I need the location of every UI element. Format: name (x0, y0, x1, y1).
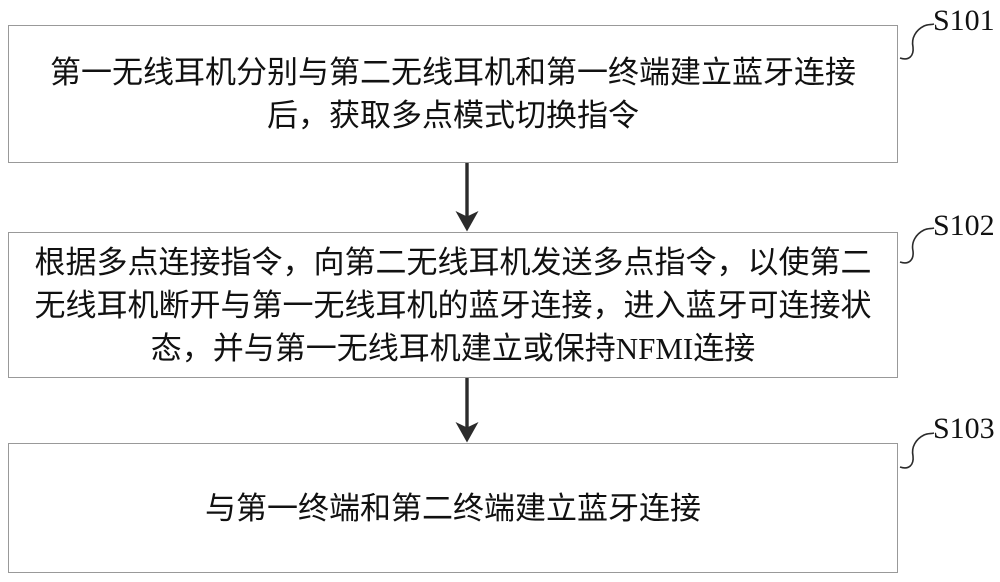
step-s102-text-line-1: 根据多点连接指令，向第二无线耳机发送多点指令，以使第二 (34, 244, 872, 280)
step-s102-text-line-2: 无线耳机断开与第一无线耳机的蓝牙连接，进入蓝牙可连接状 (34, 287, 872, 323)
step-label-s101: S101 (933, 4, 995, 37)
ref-line-s102 (899, 227, 935, 264)
flow-arrow-2-head (455, 422, 479, 443)
step-box-s102: 根据多点连接指令，向第二无线耳机发送多点指令，以使第二 无线耳机断开与第一无线耳… (8, 232, 898, 378)
step-box-s101: 第一无线耳机分别与第二无线耳机和第一终端建立蓝牙连接 后，获取多点模式切换指令 (8, 25, 898, 163)
flow-arrow-1-head (455, 211, 479, 232)
step-s102-text-line-3: 态，并与第一无线耳机建立或保持NFMI连接 (150, 330, 756, 366)
ref-line-s103 (899, 432, 935, 469)
step-label-s103: S103 (933, 412, 995, 445)
step-label-s102: S102 (933, 209, 995, 242)
step-s101-text-line-2: 后，获取多点模式切换指令 (267, 98, 639, 133)
step-s101-text-line-1: 第一无线耳机分别与第二无线耳机和第一终端建立蓝牙连接 (50, 55, 856, 90)
ref-line-s101 (899, 23, 935, 60)
step-box-s103: 与第一终端和第二终端建立蓝牙连接 (8, 443, 898, 573)
step-s103-text-line-1: 与第一终端和第二终端建立蓝牙连接 (205, 490, 701, 526)
